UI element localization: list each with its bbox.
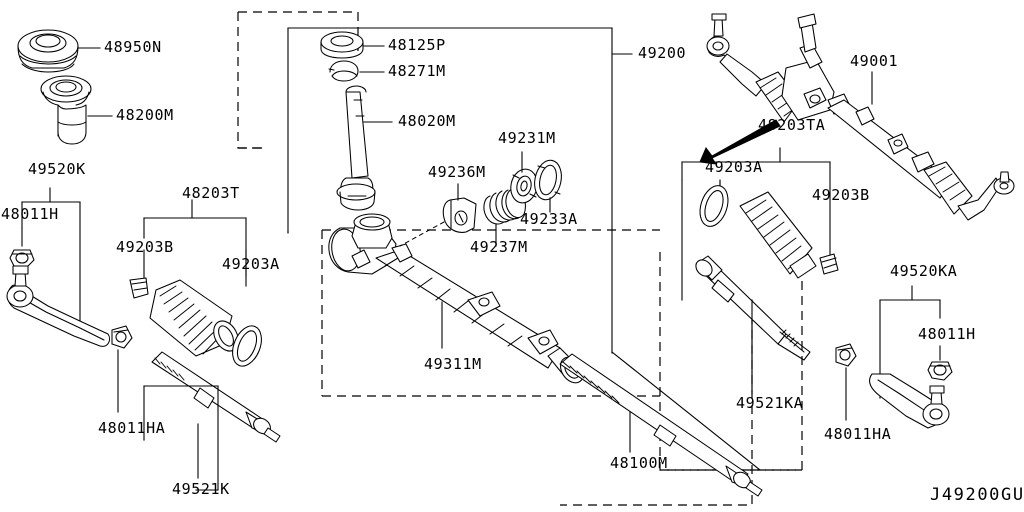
- drawing-number: J49200GU: [930, 485, 1024, 505]
- label-48125P: 48125P: [388, 36, 446, 54]
- part-49236M: [442, 197, 477, 233]
- label-49520K: 49520K: [28, 160, 86, 178]
- part-49001-assembly: [706, 13, 1015, 221]
- part-48100M: [559, 353, 763, 497]
- part-48020M: [336, 85, 376, 211]
- label-49231M: 49231M: [498, 129, 556, 147]
- part-49203A-ring-left: [232, 325, 262, 367]
- label-49237M: 49237M: [470, 238, 528, 256]
- label-49203A-right: 49203A: [705, 158, 763, 176]
- part-49233A: [534, 159, 562, 201]
- group-box-49521K: [143, 385, 219, 491]
- label-48011H-left: 48011H: [1, 205, 59, 223]
- label-48271M: 48271M: [388, 62, 446, 80]
- leader-49236M: [399, 183, 459, 247]
- label-49203A-left: 49203A: [222, 255, 280, 273]
- part-48200M: [40, 75, 92, 145]
- label-49203B-left: 49203B: [116, 238, 174, 256]
- part-boot-right: [739, 191, 817, 279]
- part-49521KA: [695, 255, 811, 361]
- label-48203T: 48203T: [182, 184, 240, 202]
- label-48950N: 48950N: [104, 38, 162, 56]
- label-48011HA-left: 48011HA: [98, 419, 166, 437]
- part-49520KA-outer-tie-rod: [869, 373, 950, 429]
- bracket-49520K: [21, 187, 81, 331]
- label-49311M: 49311M: [424, 355, 482, 373]
- part-boot-left: [149, 279, 239, 357]
- part-49203B-clamp-right: [819, 253, 839, 275]
- part-48011HA-right: [835, 343, 857, 367]
- dashed-box-lower-center: [321, 229, 660, 397]
- label-49233A: 49233A: [520, 210, 578, 228]
- part-49203B-clamp-left: [129, 277, 149, 299]
- part-48950N: [17, 29, 79, 73]
- group-box-49200-lower: [287, 231, 613, 354]
- part-49520K-outer-tie-rod: [6, 265, 111, 347]
- label-48020M: 48020M: [398, 112, 456, 130]
- part-48125P: [320, 31, 364, 59]
- part-48011HA-left: [111, 325, 133, 349]
- label-49520KA: 49520KA: [890, 262, 958, 280]
- part-48011H-right: [927, 361, 953, 381]
- part-49203A-ring-right: [699, 185, 729, 227]
- label-49200: 49200: [638, 44, 687, 62]
- label-48203TA: 48203TA: [758, 116, 826, 134]
- label-48011H-right: 48011H: [918, 325, 976, 343]
- arrow-48203TA: [699, 119, 781, 165]
- label-49521K: 49521K: [172, 480, 230, 498]
- part-48271M: [328, 60, 359, 82]
- label-49521KA: 49521KA: [736, 394, 804, 412]
- dashed-box-upper-left: [237, 11, 359, 149]
- label-48100M: 48100M: [610, 454, 668, 472]
- label-49203B-right: 49203B: [812, 186, 870, 204]
- label-49236M: 49236M: [428, 163, 486, 181]
- label-48200M: 48200M: [116, 106, 174, 124]
- part-49521K: [151, 351, 281, 443]
- group-box-49200: [287, 27, 761, 471]
- label-48011HA-right: 48011HA: [824, 425, 892, 443]
- part-48011H-left: [9, 249, 35, 269]
- label-49001: 49001: [850, 52, 899, 70]
